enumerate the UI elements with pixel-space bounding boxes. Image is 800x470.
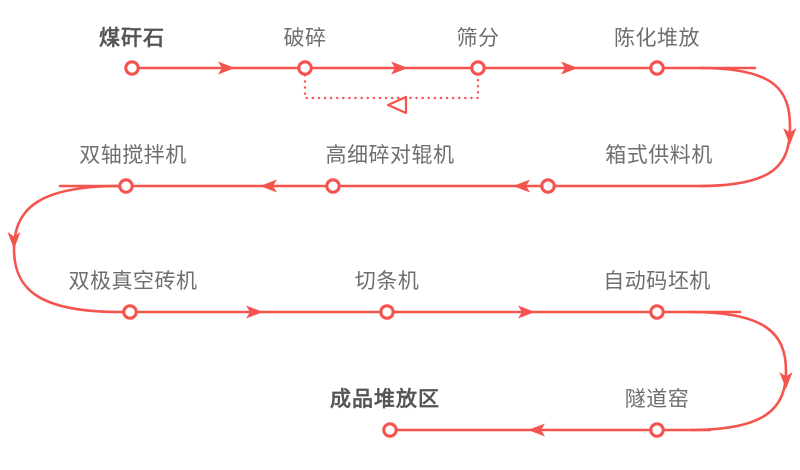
node-label-shaifen[interactable]: 筛分 — [456, 26, 500, 50]
arrowhead-right — [518, 305, 535, 319]
node-marker[interactable] — [325, 178, 341, 194]
node-label-suidaoyao[interactable]: 隧道窑 — [624, 387, 690, 411]
node-marker[interactable] — [649, 304, 665, 320]
feedback-loop-dotted — [303, 72, 480, 115]
node-marker[interactable] — [470, 60, 486, 76]
arrowhead-down — [779, 372, 793, 389]
node-label-shuangjizhenkongzhuanji[interactable]: 双极真空砖机 — [68, 269, 198, 293]
node-label-zidongmapeiji[interactable]: 自动码坯机 — [603, 269, 711, 293]
node-marker[interactable] — [379, 304, 395, 320]
connector-uturn-right-top — [698, 66, 792, 188]
node-marker[interactable] — [382, 422, 398, 438]
node-label-xiangshigongliaoji[interactable]: 箱式供料机 — [605, 143, 713, 167]
connector-uturn-right-bottom — [688, 310, 788, 432]
arrowhead-open-left — [386, 95, 408, 115]
node-label-meiganshi[interactable]: 煤矸石 — [99, 26, 165, 50]
node-marker[interactable] — [649, 60, 665, 76]
node-label-shuangzhoujiaobanji[interactable]: 双轴搅拌机 — [79, 143, 187, 167]
arrowhead-left — [513, 179, 530, 193]
arrowhead-down — [7, 232, 21, 249]
node-marker[interactable] — [122, 304, 138, 320]
node-label-gaoxisuiduigunji[interactable]: 高细碎对辊机 — [325, 143, 455, 167]
arrowhead-right — [246, 305, 263, 319]
arrowhead-right — [561, 61, 578, 75]
node-marker[interactable] — [297, 60, 313, 76]
node-label-qietiaoji[interactable]: 切条机 — [354, 269, 420, 293]
node-marker[interactable] — [540, 178, 556, 194]
node-marker[interactable] — [118, 178, 134, 194]
node-markers — [118, 60, 665, 438]
arrowhead-left — [260, 179, 277, 193]
arrowhead-right — [218, 61, 235, 75]
node-marker[interactable] — [649, 422, 665, 438]
arrowhead-right — [391, 61, 408, 75]
node-label-chenhuaduifang[interactable]: 陈化堆放 — [614, 26, 700, 50]
node-marker[interactable] — [124, 60, 140, 76]
node-label-posui[interactable]: 破碎 — [283, 26, 327, 50]
arrowhead-down — [783, 128, 797, 145]
arrowhead-left — [528, 423, 545, 437]
node-label-chengpinduifangqu[interactable]: 成品堆放区 — [330, 387, 440, 411]
connector-uturn-left — [12, 184, 122, 314]
feedback-loop-path — [303, 72, 480, 100]
